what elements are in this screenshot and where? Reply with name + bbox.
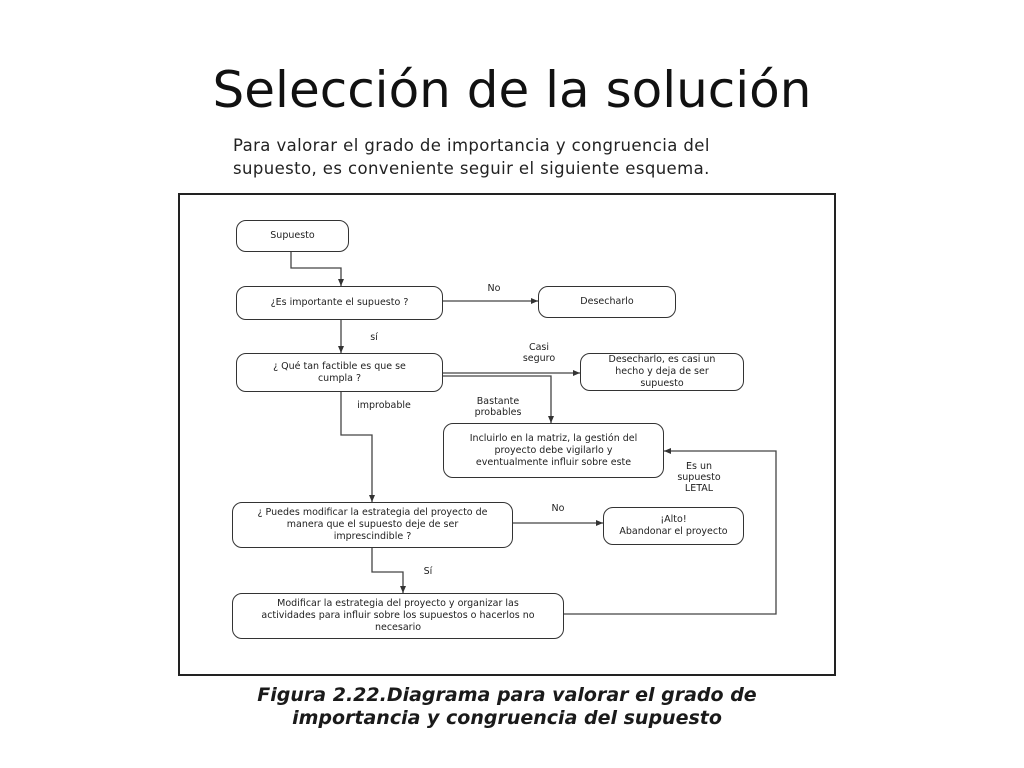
node-factible-text: ¿ Qué tan factible es que se cumpla ?	[273, 360, 406, 384]
node-importante: ¿Es importante el supuesto ?	[236, 286, 443, 320]
node-supuesto-text: Supuesto	[270, 230, 315, 241]
node-modificar-pregunta-text: ¿ Puedes modificar la estrategia del pro…	[257, 507, 488, 542]
label-letal: Es un supuesto LETAL	[677, 461, 721, 494]
label-casi-seguro: Casi seguro	[522, 342, 556, 364]
slide-title: Selección de la solución	[212, 61, 812, 119]
node-desecharlo-hecho: Desecharlo, es casi un hecho y deja de s…	[580, 353, 744, 391]
node-modificar-pregunta: ¿ Puedes modificar la estrategia del pro…	[232, 502, 513, 548]
node-incluirlo-text: Incluirlo en la matriz, la gestión del p…	[469, 432, 638, 468]
node-modificar-accion-text: Modificar la estrategia del proyecto y o…	[261, 598, 535, 633]
node-alto: ¡Alto! Abandonar el proyecto	[603, 507, 744, 545]
node-alto-text: ¡Alto! Abandonar el proyecto	[619, 514, 728, 537]
intro-line-2: supuesto, es conveniente seguir el sigui…	[233, 159, 710, 178]
caption-line-1: Figura 2.22.Diagrama para valorar el gra…	[257, 684, 757, 706]
intro-line-1: Para valorar el grado de importancia y c…	[233, 136, 710, 155]
diagram-frame	[178, 193, 836, 676]
connector-accion-incluirlo	[564, 448, 777, 615]
connector-modificar-accion	[371, 548, 406, 593]
node-importante-text: ¿Es importante el supuesto ?	[270, 297, 409, 308]
label-bastante-probables: Bastante probables	[474, 396, 522, 418]
label-si-2: Sí	[423, 566, 433, 577]
node-desecharlo-hecho-text: Desecharlo, es casi un hecho y deja de s…	[608, 354, 716, 389]
label-no-2: No	[551, 503, 565, 514]
node-factible: ¿ Qué tan factible es que se cumpla ?	[236, 353, 443, 392]
node-desecharlo: Desecharlo	[538, 286, 676, 318]
caption-line-2: importancia y congruencia del supuesto	[292, 707, 722, 729]
connector-factible-incluirlo	[443, 375, 554, 423]
node-modificar-accion: Modificar la estrategia del proyecto y o…	[232, 593, 564, 639]
node-supuesto: Supuesto	[236, 220, 349, 252]
label-si-1: sí	[370, 332, 378, 343]
node-incluirlo: Incluirlo en la matriz, la gestión del p…	[443, 423, 664, 478]
connector-factible-modificar	[340, 392, 375, 502]
connector-supuesto-importante	[290, 252, 344, 286]
label-no-1: No	[487, 283, 501, 294]
figure-caption: Figura 2.22.Diagrama para valorar el gra…	[178, 684, 836, 730]
label-improbable: improbable	[357, 400, 411, 411]
node-desecharlo-text: Desecharlo	[580, 296, 634, 307]
intro-text: Para valorar el grado de importancia y c…	[233, 134, 803, 180]
